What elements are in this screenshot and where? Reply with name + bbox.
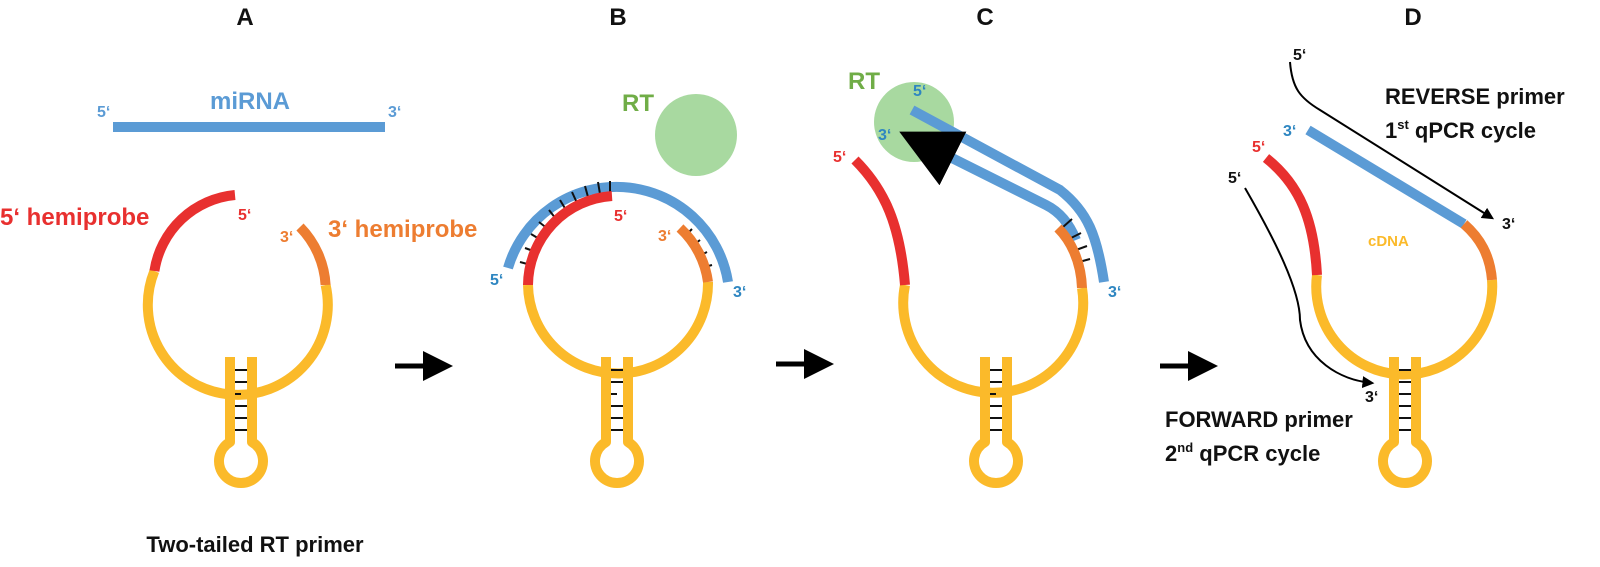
hemiprobe-5 xyxy=(523,191,613,286)
panel-c: C RT 5‘ 5‘ 3‘ 3‘ xyxy=(833,4,1121,489)
hemiprobe-3 xyxy=(1460,220,1497,281)
cdna-3-end: 3‘ xyxy=(1283,123,1296,140)
primer-loop xyxy=(898,284,1089,398)
forward-primer-cycle: 2nd qPCR cycle xyxy=(1165,440,1320,466)
hemiprobe-5-end: 5‘ xyxy=(1252,139,1265,156)
primer-loop xyxy=(142,269,333,400)
rt-label: RT xyxy=(622,90,654,117)
reverse-primer-arrow xyxy=(1289,61,1495,220)
hemiprobe-3 xyxy=(296,223,331,286)
strand-3-end: 3‘ xyxy=(878,127,891,144)
hemiprobe-5 xyxy=(1262,154,1322,276)
hemiprobe-3-end: 3‘ xyxy=(280,229,293,246)
mirna-annealed xyxy=(503,181,733,283)
panel-c-label: C xyxy=(976,4,993,31)
stem-base-pairs xyxy=(235,369,247,431)
strand-5-end: 5‘ xyxy=(913,83,926,100)
mirna-3-end: 3‘ xyxy=(388,104,401,121)
cdna-label: cDNA xyxy=(1368,233,1409,250)
primer-loop xyxy=(523,281,714,379)
forward-primer-5-end: 5‘ xyxy=(1228,170,1241,187)
reverse-primer-label: REVERSE primer xyxy=(1385,84,1565,109)
panel-d-label: D xyxy=(1404,4,1421,31)
hemiprobe-3 xyxy=(676,224,713,283)
reverse-primer-cycle: 1st qPCR cycle xyxy=(1385,117,1536,143)
cdna-strand xyxy=(899,131,1081,242)
forward-primer-label: FORWARD primer xyxy=(1165,407,1353,432)
mirna-label: miRNA xyxy=(210,88,290,115)
mirna-3-end: 3‘ xyxy=(733,284,746,301)
hemiprobe-5-end: 5‘ xyxy=(238,207,251,224)
hemiprobe-5-label: 5‘ hemiprobe xyxy=(0,204,149,231)
panel-a-label: A xyxy=(236,4,253,31)
reverse-primer-line1: REVERSE primer xyxy=(1385,84,1565,109)
hemiprobe-5 xyxy=(851,156,910,286)
hemiprobe-5 xyxy=(149,190,236,272)
panel-d: D 5‘ REVERSE primer 1st qPCR cycle 3‘ 3‘ xyxy=(1165,4,1565,489)
hemiprobe-3-end: 3‘ xyxy=(658,228,671,245)
reverse-primer-5-end: 5‘ xyxy=(1293,47,1306,64)
primer-stem xyxy=(214,357,268,489)
forward-primer-line1: FORWARD primer xyxy=(1165,407,1353,432)
rt-enzyme xyxy=(655,94,737,176)
mirna-strand xyxy=(909,105,1109,283)
forward-primer-3-end: 3‘ xyxy=(1365,389,1378,406)
cdna-strand xyxy=(1305,125,1467,229)
hemiprobe-3 xyxy=(1054,224,1087,289)
forward-primer-arrow xyxy=(1244,187,1375,389)
primer-stem xyxy=(969,357,1023,489)
primer-stem xyxy=(590,357,644,489)
primer-caption: Two-tailed RT primer xyxy=(146,532,364,557)
primer-loop xyxy=(1311,274,1498,380)
rt-label: RT xyxy=(848,68,880,95)
mirna-3-end: 3‘ xyxy=(1108,284,1121,301)
panel-b-label: B xyxy=(609,4,626,31)
mirna-5-end: 5‘ xyxy=(490,272,503,289)
hemiprobe-3-label: 3‘ hemiprobe xyxy=(328,216,477,243)
stem-base-pairs xyxy=(990,369,1002,431)
stem-base-pairs xyxy=(1399,369,1411,431)
hemiprobe-5-end: 5‘ xyxy=(833,149,846,166)
reverse-primer-3-end: 3‘ xyxy=(1502,216,1515,233)
panel-b: B RT xyxy=(490,4,746,489)
hemiprobe-5-end: 5‘ xyxy=(614,208,627,225)
panel-a: A miRNA 5‘ 3‘ 5‘ hemiprobe 5‘ 3‘ hemipro… xyxy=(0,4,477,557)
primer-stem xyxy=(1378,357,1432,489)
stem-base-pairs xyxy=(611,369,623,431)
mirna-5-end: 5‘ xyxy=(97,104,110,121)
